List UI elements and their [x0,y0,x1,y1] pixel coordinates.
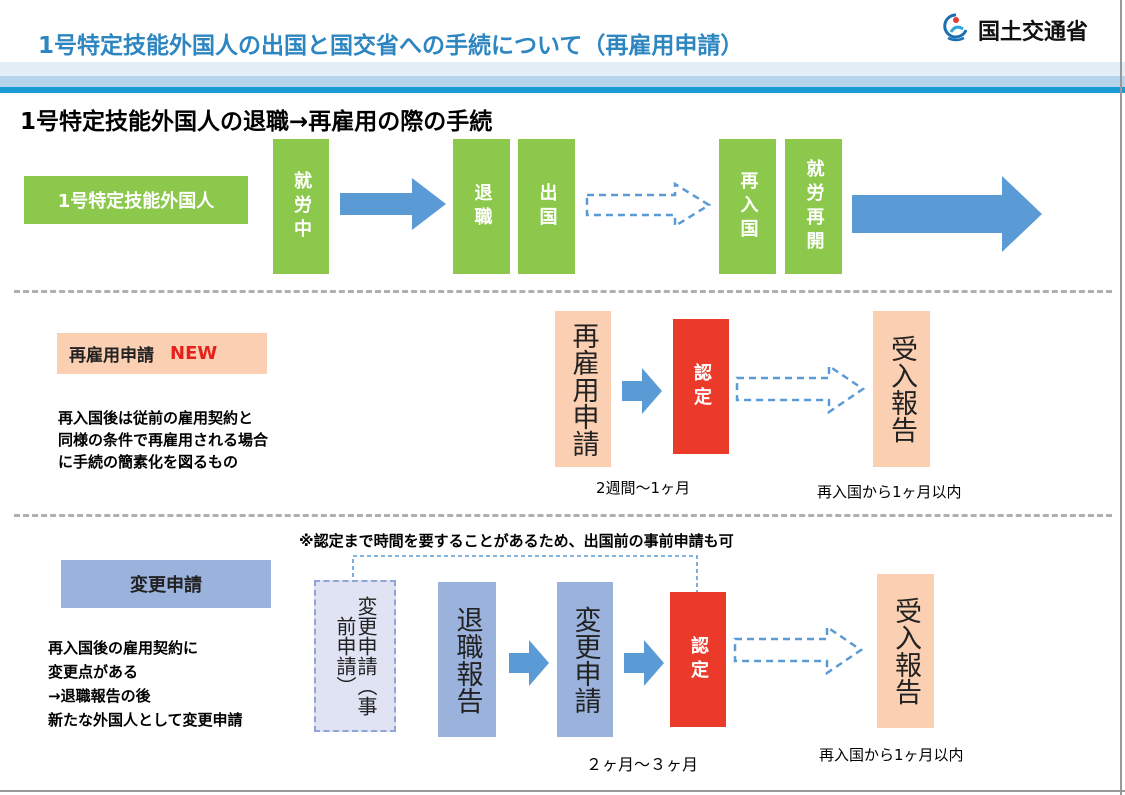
reemployment-report-box: 受入報告 [873,311,930,467]
change-duration: ２ヶ月～３ヶ月 [586,755,699,774]
change-description: 再入国後の雇用契約に 変更点がある →退職報告の後 新たな外国人として変更申請 [48,636,243,732]
reemployment-application-label: 再雇用申請 [567,321,599,457]
header-band-mid [0,76,1125,87]
step-reentry-label: 再入国 [737,170,759,243]
change-desc-line: 再入国後の雇用契約に [48,639,199,657]
divider-1 [14,290,1112,293]
change-report-label: 受入報告 [890,597,921,705]
dashed-arrow-1 [585,182,712,228]
mlit-logo-icon [943,13,968,42]
reemployment-application-box: 再雇用申請 [555,311,611,467]
reemployment-report-label: 受入報告 [886,335,917,443]
change-application-label: 変更申請 [569,605,601,714]
change-approval-label: 認定 [688,635,709,684]
new-badge: NEW [170,343,218,364]
resignation-report-label: 退職報告 [451,605,483,714]
reemployment-approval-box: 認定 [673,319,729,454]
reemployment-duration: 2週間～1ヶ月 [596,479,691,497]
step-reentry: 再入国 [719,139,776,274]
frame-bottom-edge [0,790,1125,792]
resignation-report-box: 退職報告 [438,582,496,737]
pre-application-connector [352,555,702,612]
step-departure: 出国 [518,139,575,274]
frame-right-edge [1120,0,1122,795]
solid-arrow-2 [852,176,1042,252]
dashed-arrow-2 [735,364,866,414]
pre-application-box: 変更申請（事前申請） [314,580,396,732]
header-band-light [0,62,1125,76]
worker-label-box: 1号特定技能外国人 [24,176,248,224]
step-resign-label: 退職 [471,182,493,231]
change-label-box: 変更申請 [61,560,271,608]
step-resume-work-label: 就労再開 [803,158,825,255]
dashed-arrow-3 [733,625,864,675]
reemployment-label-box: 再雇用申請 NEW [57,333,267,374]
solid-arrow-4 [509,640,549,686]
divider-2 [14,514,1112,517]
step-working: 就労中 [273,139,329,274]
solid-arrow-5 [624,640,664,686]
solid-arrow-1 [340,178,446,230]
step-resume-work: 就労再開 [785,139,842,274]
change-label: 変更申請 [130,575,202,596]
reemployment-desc-line: 同様の条件で再雇用される場合 [58,431,269,449]
reemployment-label: 再雇用申請 [69,346,154,366]
worker-label: 1号特定技能外国人 [57,191,215,212]
section-title: 1号特定技能外国人の退職→再雇用の際の手続 [20,109,493,135]
reemployment-desc-line: 再入国後は従前の雇用契約と [58,409,254,427]
step-departure-label: 出国 [536,182,558,231]
pre-application-note: ※認定まで時間を要することがあるため、出国前の事前申請も可 [299,532,734,550]
change-approval-box: 認定 [670,592,726,727]
change-report-box: 受入報告 [877,574,934,728]
pre-application-label: 変更申請（事前申請） [333,596,378,716]
step-working-label: 就労中 [291,170,312,243]
solid-arrow-3 [622,368,662,414]
header-band-dark [0,87,1125,93]
reemployment-description: 再入国後は従前の雇用契約と 同様の条件で再雇用される場合 に手続の簡素化を図るも… [58,407,268,473]
logo-text: 国土交通省 [978,20,1089,45]
change-desc-line: →退職報告の後 [48,687,151,705]
step-resign: 退職 [453,139,510,274]
reemployment-desc-line: に手続の簡素化を図るもの [58,453,239,471]
change-report-deadline: 再入国から1ヶ月以内 [819,746,964,764]
page-title: 1号特定技能外国人の出国と国交省への手続について（再雇用申請） [38,33,744,59]
reemployment-approval-label: 認定 [691,362,712,411]
change-application-box: 変更申請 [557,582,613,737]
reemployment-report-deadline: 再入国から1ヶ月以内 [817,483,962,501]
change-desc-line: 新たな外国人として変更申請 [48,711,243,729]
change-desc-line: 変更点がある [48,663,139,681]
